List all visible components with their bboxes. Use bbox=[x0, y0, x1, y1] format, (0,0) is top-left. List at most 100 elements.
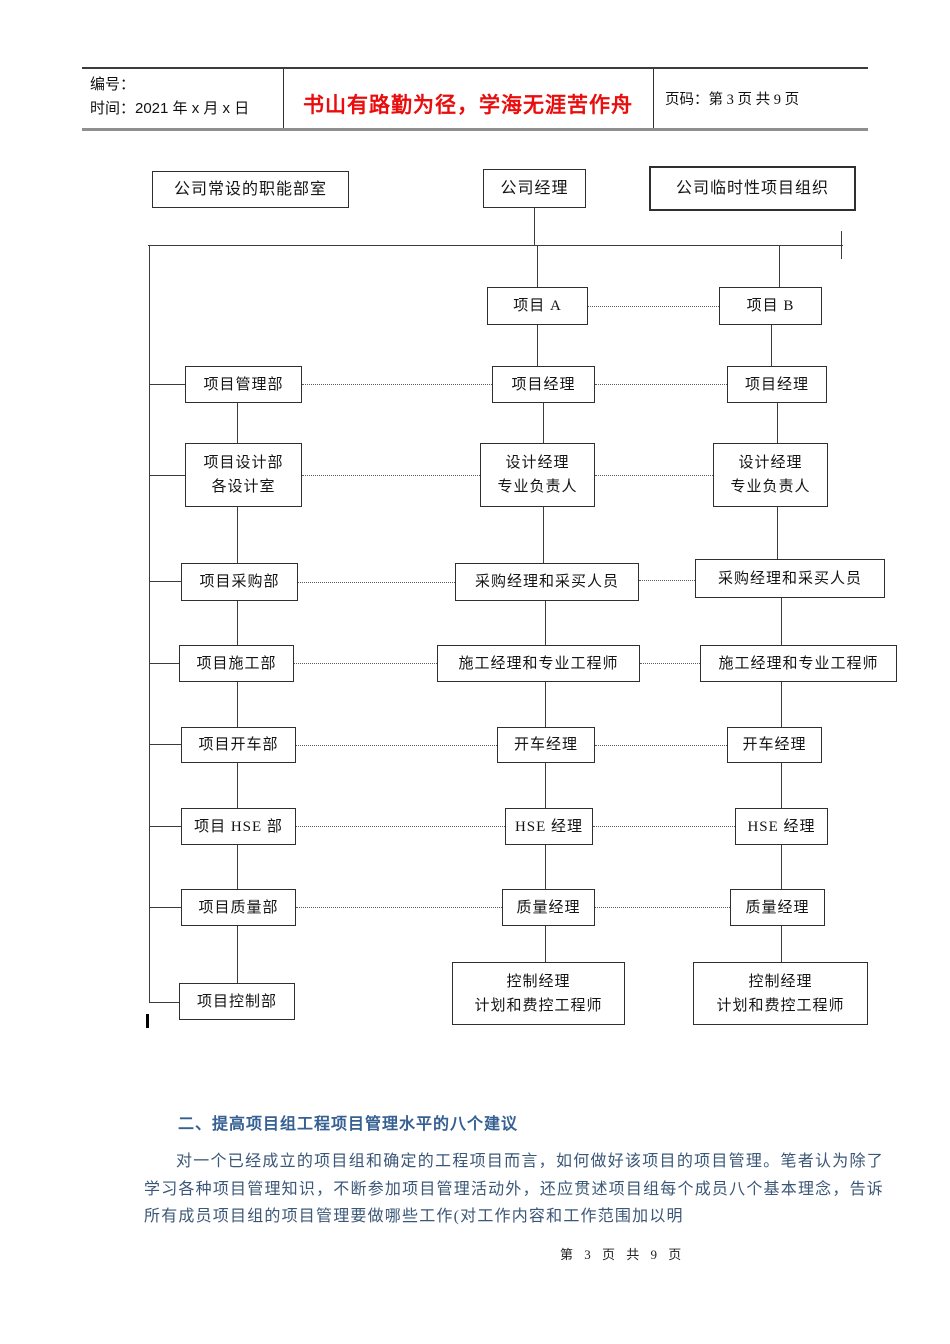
design-manager-line1: 设计经理 bbox=[738, 455, 803, 471]
connector-line bbox=[149, 744, 181, 745]
org-node-functional-depts: 公司常设的职能部室 bbox=[152, 171, 349, 208]
connector-line bbox=[148, 245, 843, 246]
connector-line bbox=[237, 682, 238, 727]
org-node-construction-dept: 项目施工部 bbox=[179, 645, 294, 682]
connector-line bbox=[781, 845, 782, 889]
connector-line bbox=[545, 682, 546, 727]
org-node-project-a: 项目 A bbox=[487, 287, 588, 325]
header-motto: 书山有路勤为径，学海无涯苦作舟 bbox=[303, 93, 633, 117]
org-node-company-manager: 公司经理 bbox=[483, 169, 586, 208]
connector-line bbox=[149, 384, 185, 385]
header-page-label: 页码：第 3 页 共 9 页 bbox=[665, 92, 800, 108]
org-node-quality-dept: 项目质量部 bbox=[181, 889, 296, 926]
dotted-connector bbox=[595, 907, 730, 908]
org-node-control-team-a: 控制经理 计划和费控工程师 bbox=[452, 962, 625, 1025]
dotted-connector bbox=[302, 475, 480, 476]
org-node-procurement-team-b: 采购经理和采买人员 bbox=[695, 559, 885, 598]
design-manager-line1: 设计经理 bbox=[505, 455, 570, 471]
dotted-connector bbox=[296, 745, 497, 746]
connector-line bbox=[545, 845, 546, 889]
header-table: 编号： 时间：2021 年 x 月 x 日 书山有路勤为径，学海无涯苦作舟 页码… bbox=[82, 67, 868, 131]
org-node-project-b: 项目 B bbox=[719, 287, 822, 325]
design-dept-line2: 各设计室 bbox=[211, 479, 276, 495]
dotted-connector bbox=[294, 663, 437, 664]
connector-line bbox=[537, 325, 538, 366]
connector-line bbox=[149, 826, 181, 827]
dotted-connector bbox=[296, 907, 502, 908]
org-node-project-manager-b: 项目经理 bbox=[727, 366, 827, 403]
connector-line bbox=[777, 507, 778, 559]
connector-line bbox=[237, 926, 238, 983]
connector-line bbox=[781, 763, 782, 808]
connector-line bbox=[149, 581, 181, 582]
org-node-design-dept: 项目设计部 各设计室 bbox=[185, 443, 302, 507]
org-node-quality-manager-a: 质量经理 bbox=[502, 889, 595, 926]
connector-line bbox=[779, 245, 780, 287]
control-team-line1: 控制经理 bbox=[748, 973, 813, 990]
connector-line bbox=[149, 1002, 179, 1003]
doc-time-label: 时间：2021 年 x 月 x 日 bbox=[90, 100, 250, 117]
connector-line bbox=[781, 598, 782, 645]
connector-line bbox=[543, 507, 544, 563]
connector-line bbox=[149, 475, 185, 476]
connector-line bbox=[237, 403, 238, 443]
control-team-line2: 计划和费控工程师 bbox=[474, 997, 603, 1014]
org-node-startup-manager-a: 开车经理 bbox=[497, 727, 595, 763]
design-dept-line1: 项目设计部 bbox=[203, 455, 284, 471]
dotted-connector bbox=[595, 475, 713, 476]
dotted-connector bbox=[302, 384, 492, 385]
control-team-line1: 控制经理 bbox=[506, 973, 571, 990]
connector-line bbox=[545, 926, 546, 962]
org-node-design-manager-b: 设计经理 专业负责人 bbox=[713, 443, 828, 507]
connector-line bbox=[149, 663, 179, 664]
doc-number-label: 编号： bbox=[90, 76, 136, 93]
connector-line bbox=[237, 763, 238, 808]
org-node-temp-project-org: 公司临时性项目组织 bbox=[649, 166, 856, 211]
design-manager-line2: 专业负责人 bbox=[497, 479, 578, 495]
org-node-design-manager-a: 设计经理 专业负责人 bbox=[480, 443, 595, 507]
org-node-procurement-team-a: 采购经理和采买人员 bbox=[455, 563, 639, 601]
connector-line bbox=[781, 926, 782, 962]
connector-line bbox=[237, 845, 238, 889]
text-cursor-mark bbox=[146, 1014, 149, 1028]
dotted-connector bbox=[595, 745, 727, 746]
connector-line bbox=[237, 601, 238, 645]
control-team-line2: 计划和费控工程师 bbox=[716, 997, 845, 1014]
header-divider bbox=[283, 69, 284, 128]
dotted-connector bbox=[296, 826, 505, 827]
dotted-connector bbox=[639, 580, 695, 581]
header-divider bbox=[653, 69, 654, 128]
dotted-connector bbox=[298, 582, 455, 583]
org-node-hse-dept: 项目 HSE 部 bbox=[181, 808, 296, 845]
org-node-mgmt-dept: 项目管理部 bbox=[185, 366, 302, 403]
dotted-connector bbox=[595, 384, 727, 385]
org-node-hse-manager-a: HSE 经理 bbox=[505, 808, 593, 845]
connector-line bbox=[545, 763, 546, 808]
connector-line bbox=[543, 403, 544, 443]
org-node-hse-manager-b: HSE 经理 bbox=[735, 808, 828, 845]
connector-line bbox=[771, 325, 772, 366]
body-paragraph: 对一个已经成立的项目组和确定的工程项目而言，如何做好该项目的项目管理。笔者认为除… bbox=[144, 1153, 884, 1225]
dotted-connector bbox=[640, 663, 700, 664]
org-node-control-dept: 项目控制部 bbox=[179, 983, 295, 1020]
dotted-connector bbox=[593, 826, 735, 827]
connector-line bbox=[841, 231, 842, 259]
org-node-procurement-dept: 项目采购部 bbox=[181, 563, 298, 601]
connector-spine bbox=[149, 245, 150, 1003]
connector-line bbox=[149, 907, 181, 908]
dotted-connector bbox=[588, 306, 719, 307]
org-node-project-manager-a: 项目经理 bbox=[492, 366, 595, 403]
connector-line bbox=[237, 507, 238, 563]
org-node-startup-dept: 项目开车部 bbox=[181, 727, 296, 763]
connector-line bbox=[537, 245, 538, 287]
connector-line bbox=[781, 682, 782, 727]
header-meta-cell: 编号： 时间：2021 年 x 月 x 日 bbox=[82, 69, 283, 128]
connector-line bbox=[777, 403, 778, 443]
design-manager-line2: 专业负责人 bbox=[730, 479, 811, 495]
org-node-construction-team-a: 施工经理和专业工程师 bbox=[437, 645, 640, 682]
connector-line bbox=[545, 601, 546, 645]
page-number-footer: 第 3 页 共 9 页 bbox=[560, 1247, 686, 1262]
org-node-construction-team-b: 施工经理和专业工程师 bbox=[700, 645, 897, 682]
org-node-control-team-b: 控制经理 计划和费控工程师 bbox=[693, 962, 868, 1025]
